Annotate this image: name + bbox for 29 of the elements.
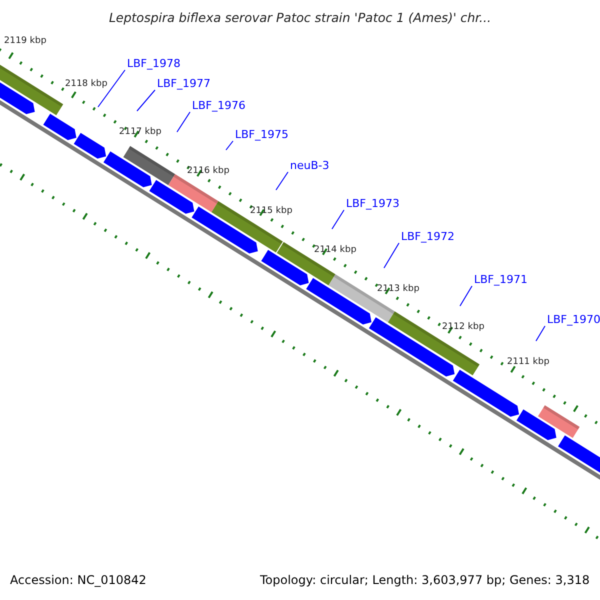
leader-line bbox=[98, 70, 126, 108]
leader-line bbox=[136, 90, 156, 112]
leader-line bbox=[384, 242, 400, 268]
footer-text: Accession: NC_010842 bbox=[10, 574, 146, 588]
gene-label: neuB-3 bbox=[290, 160, 330, 172]
position-label: 2118 kbp bbox=[65, 80, 108, 90]
position-label: 2119 kbp bbox=[4, 37, 46, 47]
leader-line bbox=[536, 326, 546, 342]
title: Leptospira biflexa serovar Patoc strain 'Patoc 1 (Ames)' chr... bbox=[108, 10, 492, 25]
gene-label: LBF_1973 bbox=[346, 198, 400, 210]
gene-label: LBF_1972 bbox=[401, 231, 454, 244]
leader-line bbox=[176, 112, 190, 132]
position-label: 2113 kbp bbox=[377, 285, 420, 295]
position-label: 2111 kbp bbox=[507, 358, 550, 368]
position-label: 2117 kbp bbox=[119, 128, 162, 138]
gene-label: LBF_1975 bbox=[235, 129, 288, 142]
gene-label: LBF_1978 bbox=[127, 58, 180, 70]
leader-line bbox=[276, 172, 288, 190]
leader-line bbox=[226, 140, 234, 150]
leader-line bbox=[460, 286, 472, 306]
position-label: 2112 kbp bbox=[442, 323, 484, 333]
gene-label: LBF_1976 bbox=[192, 100, 246, 112]
leader-line bbox=[332, 210, 344, 230]
footer-text: Topology: circular; Length: 3,603,977 bp; Genes: 3,318 bbox=[260, 574, 590, 588]
gene-label: LBF_1971 bbox=[474, 274, 528, 286]
gene-label: LBF_1977 bbox=[157, 78, 210, 90]
position-label: 2116 kbp bbox=[187, 167, 230, 177]
position-label: 2114 kbp bbox=[314, 246, 356, 256]
gene-label: LBF_1970 bbox=[547, 314, 600, 326]
